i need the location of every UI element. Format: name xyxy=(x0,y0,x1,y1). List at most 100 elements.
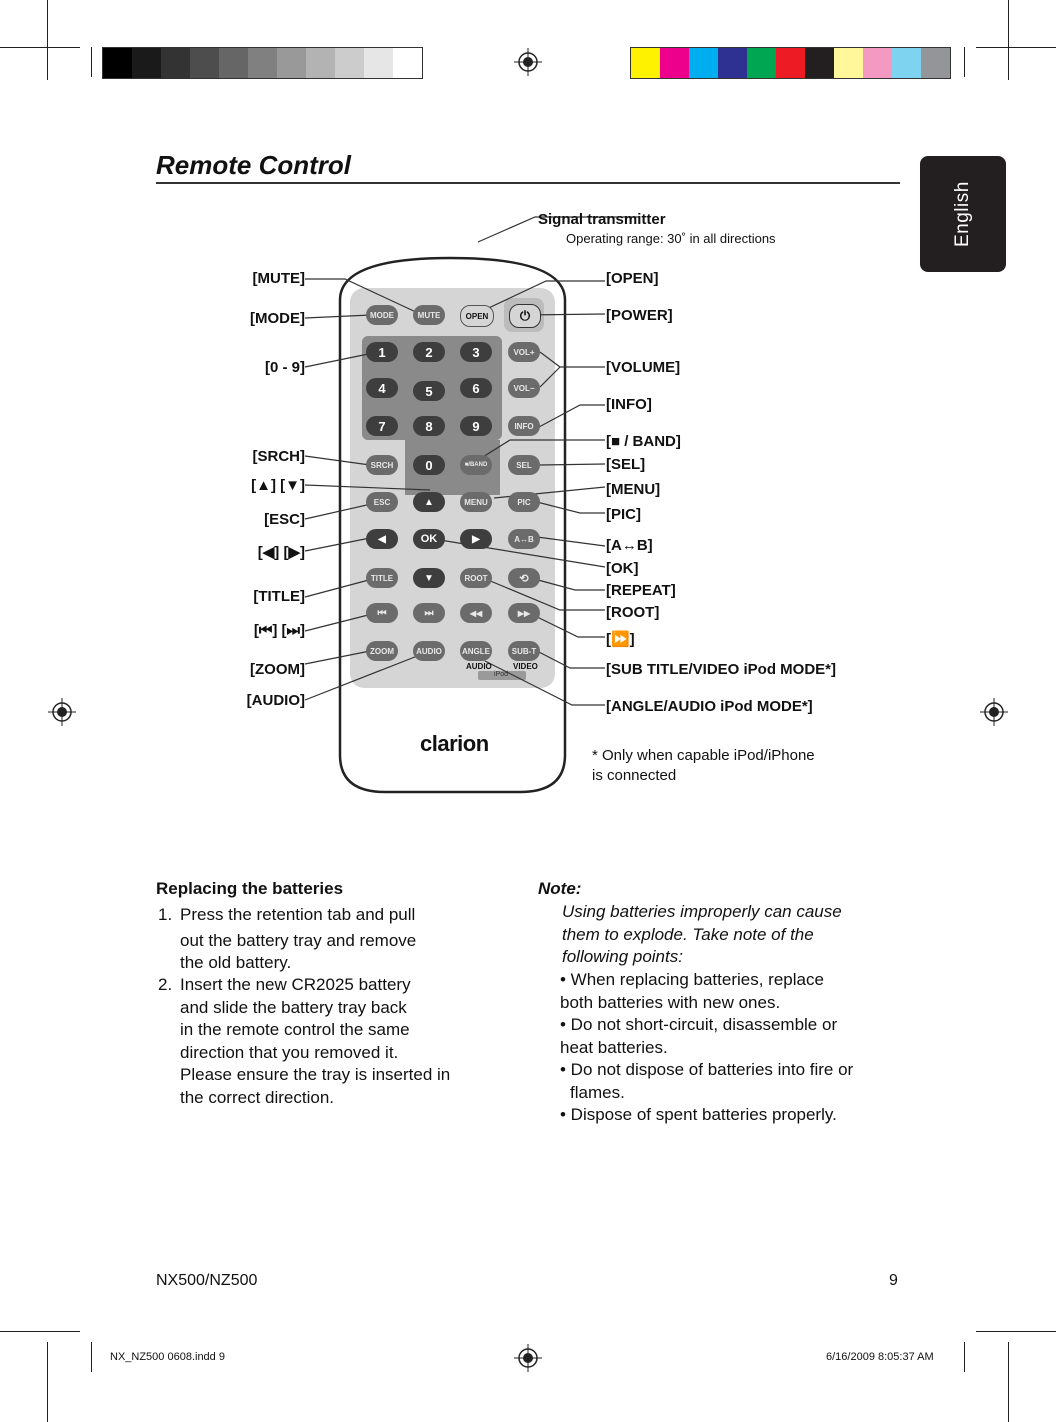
open-button[interactable]: OPEN xyxy=(460,305,494,327)
step-number: 1. xyxy=(158,905,173,924)
step-line: out the battery tray and remove xyxy=(180,930,417,950)
gray-swatch xyxy=(248,48,277,78)
audio-button[interactable]: AUDIO xyxy=(413,641,445,661)
number-5-button[interactable]: 5 xyxy=(413,381,445,401)
leader-line xyxy=(526,611,605,638)
ipod-video-label: VIDEO xyxy=(513,662,538,671)
color-swatch xyxy=(921,48,950,78)
note-bullet-line: • Do not short-circuit, disassemble or xyxy=(560,1015,838,1034)
crop-mark xyxy=(47,1342,48,1422)
signal-title: Signal transmitter xyxy=(538,211,666,228)
color-swatch xyxy=(689,48,718,78)
slug-filename: NX_NZ500 0608.indd 9 xyxy=(110,1351,225,1363)
root-button[interactable]: ROOT xyxy=(460,568,492,588)
repeat-button[interactable]: ⟲ xyxy=(508,568,540,588)
batteries-heading: Replacing the batteries xyxy=(156,879,344,898)
gray-swatch xyxy=(335,48,364,78)
leader-line xyxy=(526,576,605,591)
gray-swatch xyxy=(277,48,306,78)
number-1-button[interactable]: 1 xyxy=(366,342,398,362)
note-intro: Using batteries improperly can cause the… xyxy=(562,901,842,969)
number-4-button[interactable]: 4 xyxy=(366,378,398,398)
volume-down-button[interactable]: VOL− xyxy=(508,378,540,398)
power-button[interactable]: ⏻ xyxy=(509,304,541,328)
mute-button[interactable]: MUTE xyxy=(413,305,445,325)
number-2-button[interactable]: 2 xyxy=(413,342,445,362)
leader-line xyxy=(536,650,605,669)
left-arrow-button[interactable]: ◀ xyxy=(366,529,398,549)
down-arrow-button[interactable]: ▼ xyxy=(413,568,445,588)
page-title: Remote Control xyxy=(156,150,351,180)
gray-swatch xyxy=(219,48,248,78)
label-fast-forward: [⏩] xyxy=(606,631,635,648)
info-button[interactable]: INFO xyxy=(508,416,540,436)
color-swatch xyxy=(834,48,863,78)
label-audio: [AUDIO] xyxy=(246,692,305,709)
pic-button[interactable]: PIC xyxy=(508,492,540,512)
ipod-footnote-line: * Only when capable iPod/iPhone xyxy=(592,747,815,764)
next-track-button[interactable]: ⏭ xyxy=(413,603,445,623)
gray-swatch xyxy=(190,48,219,78)
ok-button[interactable]: OK xyxy=(413,529,445,549)
ipod-audio-label: AUDIO xyxy=(466,662,492,671)
prev-track-button[interactable]: ⏮ xyxy=(366,603,398,623)
language-tab: English xyxy=(920,156,1006,272)
leader-line xyxy=(304,536,376,552)
band-button[interactable]: ■/BAND xyxy=(460,455,492,475)
number-9-button[interactable]: 9 xyxy=(460,416,492,436)
leader-line xyxy=(539,463,606,466)
step-text: Insert the new CR2025 battery and slide … xyxy=(180,974,500,1109)
title-button[interactable]: TITLE xyxy=(366,568,398,588)
color-swatch xyxy=(631,48,660,78)
right-arrow-button[interactable]: ▶ xyxy=(460,529,492,549)
sel-button[interactable]: SEL xyxy=(508,455,540,475)
subtitle-button[interactable]: SUB-T xyxy=(508,641,540,661)
up-arrow-button[interactable]: ▲ xyxy=(413,492,445,512)
note-intro-line: them to explode. Take note of the xyxy=(562,924,814,944)
note-bullet-line: • Do not dispose of batteries into fire … xyxy=(560,1060,854,1079)
gray-swatch xyxy=(393,48,422,78)
crop-mark xyxy=(0,47,80,48)
leader-line xyxy=(304,351,379,368)
step-number: 2. xyxy=(158,975,173,994)
process-color-bar xyxy=(630,47,951,79)
leader-line xyxy=(304,650,431,701)
zoom-button[interactable]: ZOOM xyxy=(366,641,398,661)
number-7-button[interactable]: 7 xyxy=(366,416,398,436)
leader-line xyxy=(477,216,640,243)
gray-swatch xyxy=(306,48,335,78)
crop-mark xyxy=(91,47,92,77)
label-angle: [ANGLE/AUDIO iPod MODE*] xyxy=(606,698,813,715)
mode-button[interactable]: MODE xyxy=(366,305,398,325)
volume-up-button[interactable]: VOL+ xyxy=(508,342,540,362)
number-6-button[interactable]: 6 xyxy=(460,378,492,398)
label-ab: [A↔B] xyxy=(606,537,653,554)
ab-repeat-button[interactable]: A↔B xyxy=(508,529,540,549)
slug-date: 6/16/2009 8:05:37 AM xyxy=(826,1351,934,1363)
crop-mark xyxy=(1008,1342,1009,1422)
note-bullet-line: • When replacing batteries, replace xyxy=(560,970,824,989)
step-line: and slide the battery tray back xyxy=(180,997,407,1017)
step-line: the old battery. xyxy=(180,953,292,972)
label-prev-next: [⏮] [⏭] xyxy=(253,622,305,639)
leader-line xyxy=(536,501,605,514)
signal-subtitle: Operating range: 30˚ in all directions xyxy=(566,231,776,246)
angle-button[interactable]: ANGLE xyxy=(460,641,492,661)
leader-line xyxy=(484,660,605,706)
number-3-button[interactable]: 3 xyxy=(460,342,492,362)
esc-button[interactable]: ESC xyxy=(366,492,398,512)
battery-step-1: 1. Press the retention tab and pull out … xyxy=(158,904,416,972)
label-ok: [OK] xyxy=(606,560,639,577)
color-swatch xyxy=(805,48,834,78)
step-line: the correct direction. xyxy=(180,1087,335,1107)
crop-mark xyxy=(976,47,1056,48)
ipod-tag-label: iPod xyxy=(494,671,509,678)
fast-forward-button[interactable]: ▶▶ xyxy=(508,603,540,623)
number-8-button[interactable]: 8 xyxy=(413,416,445,436)
gray-swatch xyxy=(161,48,190,78)
srch-button[interactable]: SRCH xyxy=(366,455,398,475)
number-0-button[interactable]: 0 xyxy=(413,455,445,475)
menu-button[interactable]: MENU xyxy=(460,492,492,512)
leader-line xyxy=(304,455,371,466)
rewind-button[interactable]: ◀◀ xyxy=(460,603,492,623)
